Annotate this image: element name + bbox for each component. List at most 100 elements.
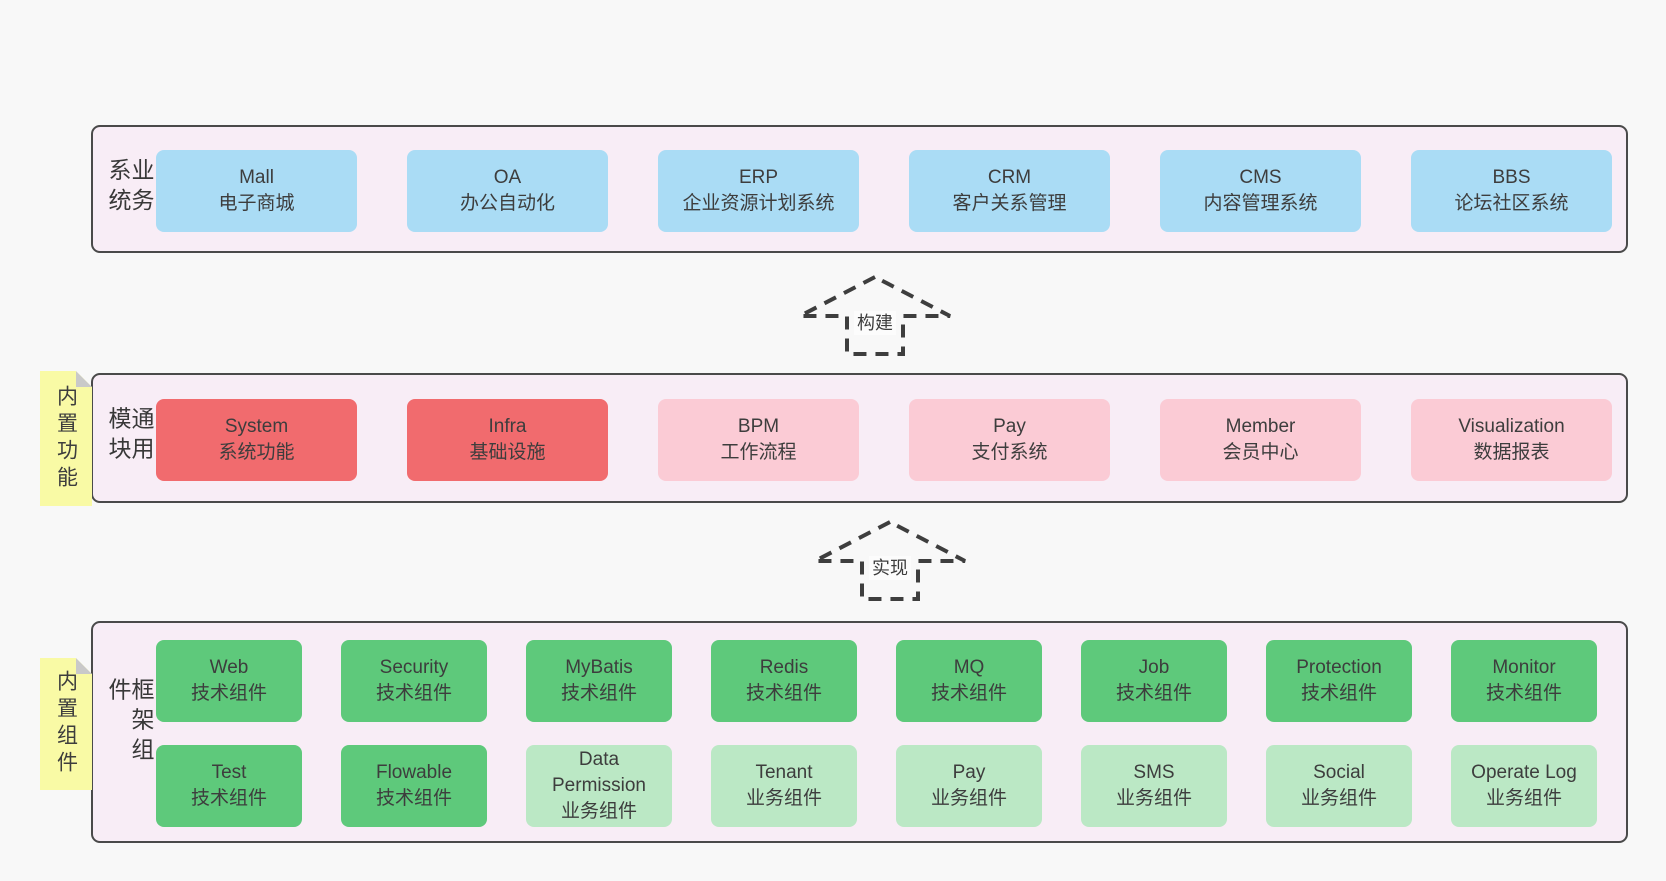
box-title: MQ bbox=[953, 657, 985, 678]
box-test: Test 技术组件 bbox=[156, 745, 302, 827]
box-mq: MQ 技术组件 bbox=[896, 640, 1042, 722]
arrow-up-icon bbox=[814, 519, 966, 601]
box-title: Job bbox=[1138, 657, 1170, 678]
arrow-label: 实现 bbox=[869, 556, 911, 580]
box-title: Visualization bbox=[1458, 416, 1565, 437]
box-system: System 系统功能 bbox=[156, 399, 357, 481]
box-subtitle: 业务组件 bbox=[745, 788, 822, 809]
box-subtitle: 技术组件 bbox=[745, 683, 822, 704]
box-subtitle: 技术组件 bbox=[190, 788, 267, 809]
box-title: BBS bbox=[1492, 167, 1531, 188]
box-protection: Protection 技术组件 bbox=[1266, 640, 1412, 722]
layer-common-modules: 通用模块 System 系统功能 Infra 基础设施 BPM 工作流程 Pay… bbox=[91, 373, 1628, 503]
box-tenant: Tenant 业务组件 bbox=[711, 745, 857, 827]
box-title: ERP bbox=[738, 167, 779, 188]
box-subtitle: 技术组件 bbox=[930, 683, 1007, 704]
box-subtitle: 业务组件 bbox=[560, 801, 637, 822]
note-label: 内置功能 bbox=[54, 384, 78, 493]
box-subtitle: 支付系统 bbox=[971, 442, 1048, 463]
box-bbs: BBS 论坛社区系统 bbox=[1411, 150, 1612, 232]
note-fold-corner-icon bbox=[76, 658, 92, 674]
box-title: CRM bbox=[987, 167, 1032, 188]
box-subtitle: 技术组件 bbox=[1115, 683, 1192, 704]
box-mybatis: MyBatis 技术组件 bbox=[526, 640, 672, 722]
box-erp: ERP 企业资源计划系统 bbox=[658, 150, 859, 232]
box-subtitle: 会员中心 bbox=[1222, 442, 1299, 463]
box-title: BPM bbox=[737, 416, 780, 437]
box-title: CMS bbox=[1239, 167, 1282, 188]
box-sms: SMS 业务组件 bbox=[1081, 745, 1227, 827]
box-job: Job 技术组件 bbox=[1081, 640, 1227, 722]
module-boxes: System 系统功能 Infra 基础设施 BPM 工作流程 Pay 支付系统… bbox=[156, 399, 1612, 481]
note-label: 内置组件 bbox=[54, 670, 78, 778]
layer-framework-components: 框架组件 Web 技术组件 Security 技术组件 MyBatis 技术组件… bbox=[91, 621, 1628, 843]
sticky-note-builtin-components: 内置组件 bbox=[40, 658, 92, 790]
box-title: Mall bbox=[239, 167, 274, 188]
box-title: Social bbox=[1313, 762, 1365, 783]
box-subtitle: 技术组件 bbox=[1485, 683, 1562, 704]
box-subtitle: 技术组件 bbox=[375, 683, 452, 704]
layer-business-systems: 业务系统 Mall 电子商城 OA 办公自动化 ERP 企业资源计划系统 CRM… bbox=[91, 125, 1628, 253]
layer-label: 通用模块 bbox=[105, 406, 154, 467]
box-pay-module: Pay 支付系统 bbox=[909, 399, 1110, 481]
box-pay-component: Pay 业务组件 bbox=[896, 745, 1042, 827]
box-subtitle: 技术组件 bbox=[375, 788, 452, 809]
box-security: Security 技术组件 bbox=[341, 640, 487, 722]
box-crm: CRM 客户关系管理 bbox=[909, 150, 1110, 232]
box-bpm: BPM 工作流程 bbox=[658, 399, 859, 481]
box-subtitle: 论坛社区系统 bbox=[1454, 193, 1569, 214]
box-title: Infra bbox=[488, 416, 527, 437]
box-subtitle: 技术组件 bbox=[190, 683, 267, 704]
arrow-up-icon bbox=[799, 274, 951, 356]
box-title: SMS bbox=[1133, 762, 1175, 783]
arrow-label: 构建 bbox=[854, 311, 896, 335]
box-web: Web 技术组件 bbox=[156, 640, 302, 722]
box-data-permission: Data Permission 业务组件 bbox=[526, 745, 672, 827]
framework-row-1: Web 技术组件 Security 技术组件 MyBatis 技术组件 Redi… bbox=[156, 640, 1597, 722]
box-subtitle: 内容管理系统 bbox=[1203, 193, 1318, 214]
box-title: Flowable bbox=[375, 762, 453, 783]
box-social: Social 业务组件 bbox=[1266, 745, 1412, 827]
box-monitor: Monitor 技术组件 bbox=[1451, 640, 1597, 722]
business-boxes: Mall 电子商城 OA 办公自动化 ERP 企业资源计划系统 CRM 客户关系… bbox=[156, 150, 1612, 232]
box-mall: Mall 电子商城 bbox=[156, 150, 357, 232]
box-subtitle: 企业资源计划系统 bbox=[682, 193, 835, 214]
box-title: MyBatis bbox=[565, 657, 633, 678]
box-subtitle: 业务组件 bbox=[1485, 788, 1562, 809]
box-subtitle: 数据报表 bbox=[1473, 442, 1550, 463]
box-title: System bbox=[224, 416, 289, 437]
box-operate-log: Operate Log 业务组件 bbox=[1451, 745, 1597, 827]
box-subtitle: 工作流程 bbox=[720, 442, 797, 463]
box-subtitle: 业务组件 bbox=[930, 788, 1007, 809]
box-title: Member bbox=[1225, 416, 1296, 437]
box-subtitle: 系统功能 bbox=[218, 442, 295, 463]
box-title: Protection bbox=[1296, 657, 1382, 678]
box-title: Test bbox=[211, 762, 247, 783]
layer-label: 框架组件 bbox=[105, 677, 154, 768]
arrow-build: 构建 bbox=[797, 273, 953, 357]
box-member: Member 会员中心 bbox=[1160, 399, 1361, 481]
box-title: Web bbox=[209, 657, 249, 678]
note-fold-corner-icon bbox=[76, 371, 92, 387]
box-subtitle: 办公自动化 bbox=[459, 193, 555, 214]
box-subtitle: 技术组件 bbox=[1300, 683, 1377, 704]
box-title: Data Permission bbox=[552, 749, 646, 796]
box-title: Redis bbox=[759, 657, 809, 678]
box-infra: Infra 基础设施 bbox=[407, 399, 608, 481]
sticky-note-builtin-features: 内置功能 bbox=[40, 371, 92, 506]
box-redis: Redis 技术组件 bbox=[711, 640, 857, 722]
box-subtitle: 业务组件 bbox=[1115, 788, 1192, 809]
box-cms: CMS 内容管理系统 bbox=[1160, 150, 1361, 232]
box-oa: OA 办公自动化 bbox=[407, 150, 608, 232]
box-title: Operate Log bbox=[1471, 762, 1577, 783]
arrow-implement: 实现 bbox=[812, 518, 968, 602]
layer-label: 业务系统 bbox=[105, 158, 154, 218]
box-flowable: Flowable 技术组件 bbox=[341, 745, 487, 827]
box-subtitle: 技术组件 bbox=[560, 683, 637, 704]
box-subtitle: 基础设施 bbox=[469, 442, 546, 463]
box-title: Pay bbox=[993, 416, 1026, 437]
box-subtitle: 业务组件 bbox=[1300, 788, 1377, 809]
box-visualization: Visualization 数据报表 bbox=[1411, 399, 1612, 481]
box-title: Monitor bbox=[1492, 657, 1556, 678]
box-title: Security bbox=[379, 657, 449, 678]
